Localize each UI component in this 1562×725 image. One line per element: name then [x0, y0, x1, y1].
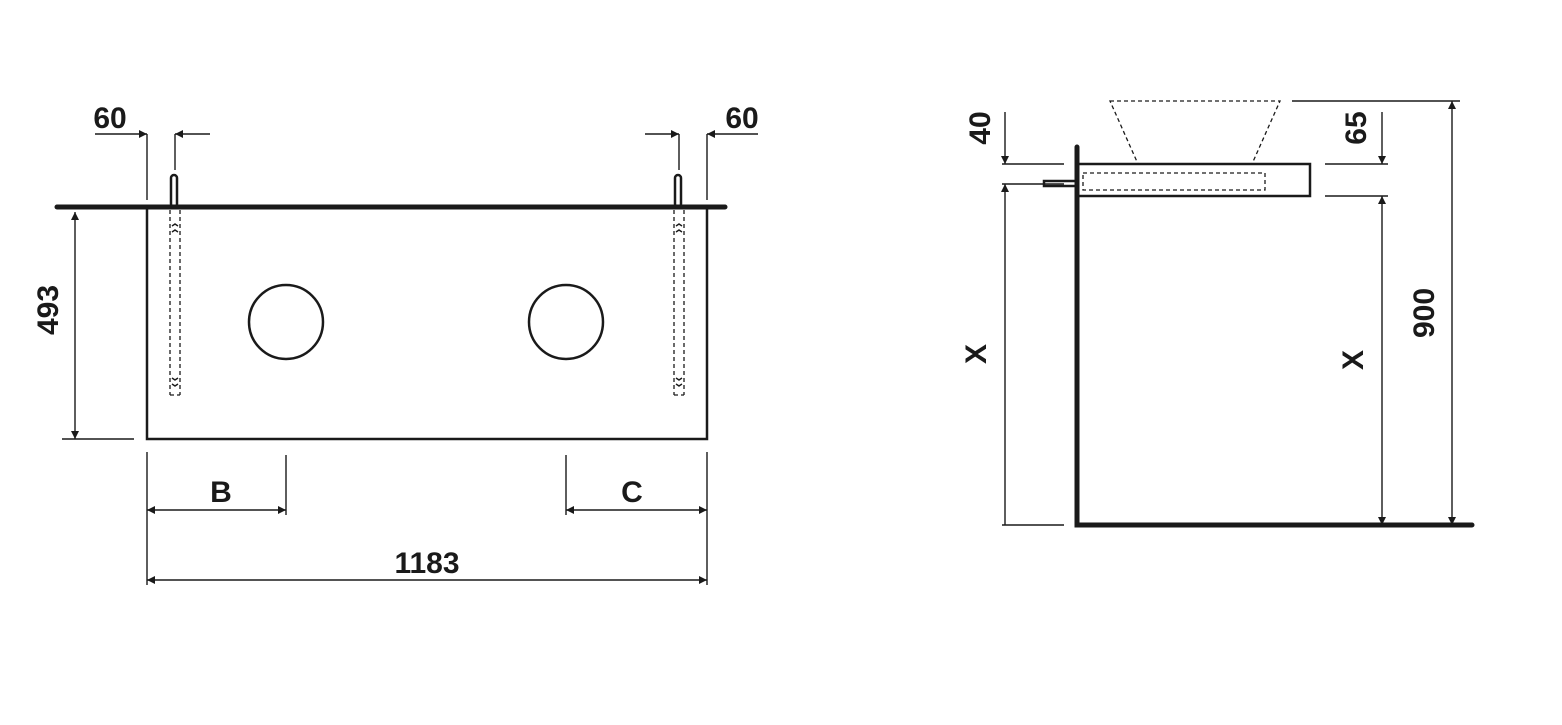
dim-width-label: 1183 [394, 547, 459, 580]
dim-height-label: 493 [32, 285, 65, 335]
right-hanger [673, 173, 685, 396]
dim-height: 493 [32, 212, 134, 440]
dim-b: B [146, 452, 287, 585]
side-countertop [1075, 162, 1312, 198]
side-view: 40 X 65 X 900 [960, 100, 1475, 528]
cabinet-body [145, 205, 709, 441]
side-countertop-inner [1082, 172, 1266, 191]
vessel-basin [1108, 100, 1282, 165]
left-hole [247, 283, 325, 361]
dim-top-thickness-label: 40 [964, 111, 997, 144]
dim-total-height: 900 [1292, 100, 1460, 525]
dim-basin-clearance-label: 65 [1340, 111, 1373, 144]
dim-left-offset: 60 [93, 102, 210, 200]
wall-and-floor [1074, 144, 1475, 528]
dim-right-offset: 60 [645, 102, 759, 200]
right-hole [527, 283, 605, 361]
dim-basin-clearance: 65 X [1325, 111, 1388, 525]
dim-b-label: B [210, 476, 232, 509]
dim-top-thickness: 40 [964, 111, 1064, 526]
dim-x-left-label: X [960, 344, 993, 364]
dim-left-offset-label: 60 [93, 102, 126, 135]
left-hanger [169, 173, 181, 396]
dim-right-offset-label: 60 [725, 102, 758, 135]
dim-total-height-label: 900 [1408, 288, 1441, 338]
front-view: 60 60 493 B C [32, 102, 759, 585]
dim-width: 1183 [147, 547, 707, 584]
dim-c-label: C [621, 476, 643, 509]
dim-x-right-label: X [1337, 350, 1370, 370]
dim-c: C [565, 452, 708, 585]
